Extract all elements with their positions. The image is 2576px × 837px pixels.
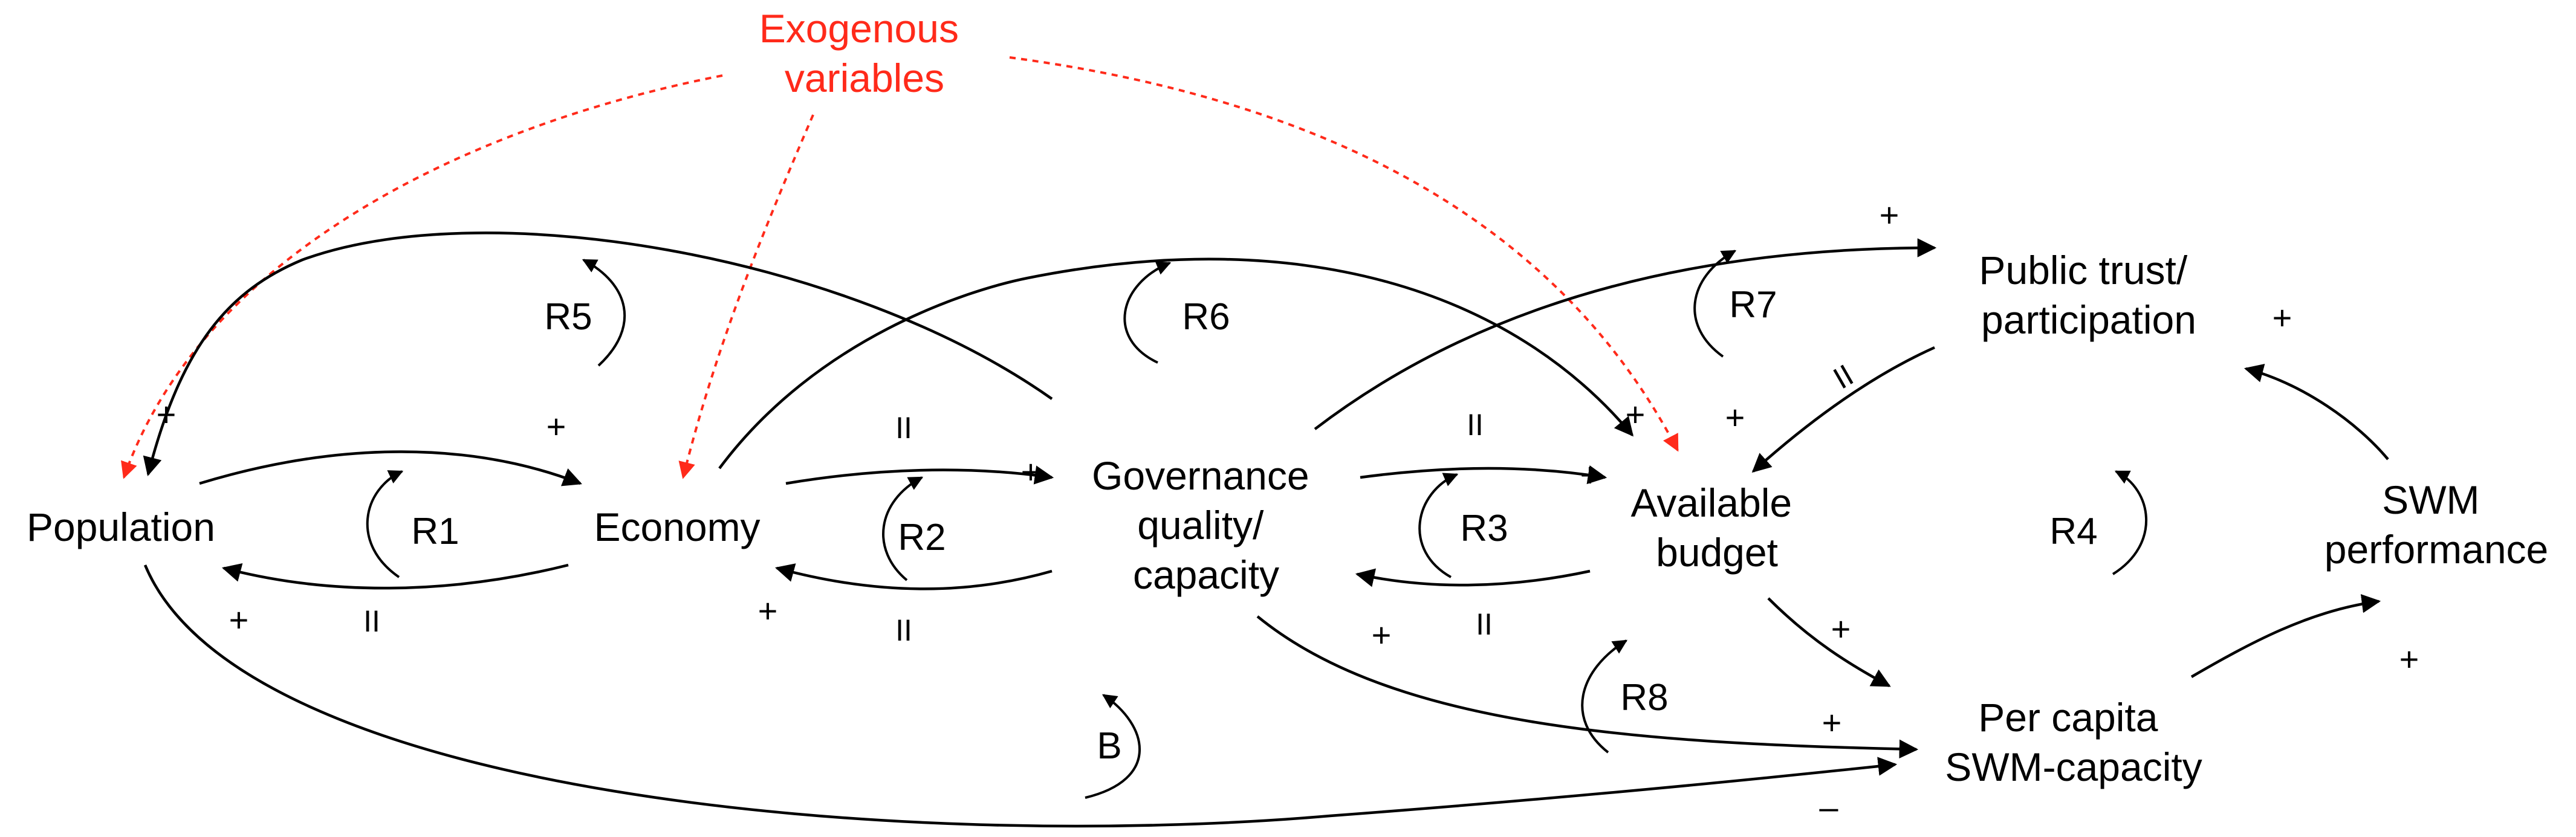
economy-to-population-link xyxy=(221,563,569,590)
capacity-to-performance-link xyxy=(2190,594,2381,678)
delay-mark: II xyxy=(1828,358,1859,395)
budget-to-governance-link xyxy=(1355,568,1591,587)
budget-to-capacity-link xyxy=(1767,597,1891,687)
loop-label-r6: R6 xyxy=(1182,296,1230,338)
delay-mark: II xyxy=(1476,607,1493,641)
loop-markers xyxy=(366,250,2147,799)
node-per-capita-capacity: Per capita SWM-capacity xyxy=(1945,695,2202,789)
polarity-plus: + xyxy=(1580,456,1600,494)
economy-to-governance-link xyxy=(785,465,1054,485)
loop-r6-marker xyxy=(1123,261,1172,364)
loop-r4-marker xyxy=(2112,470,2147,575)
delay-mark: II xyxy=(1467,408,1484,442)
polarity-plus: + xyxy=(157,395,177,433)
polarity-plus: + xyxy=(2399,640,2419,678)
governance-to-economy-link xyxy=(774,563,1053,590)
loop-label-r2: R2 xyxy=(898,517,946,558)
performance-to-trust-link xyxy=(2243,363,2389,461)
exogenous-to-economy-link xyxy=(678,114,814,479)
loop-r2-marker xyxy=(882,476,924,581)
polarity-plus: + xyxy=(1021,453,1041,491)
polarity-plus: + xyxy=(1725,398,1745,436)
loop-r7-marker xyxy=(1693,250,1737,358)
loop-r5-marker xyxy=(582,259,626,367)
causal-links xyxy=(143,231,2389,828)
governance-to-trust-link xyxy=(1314,238,1937,430)
node-swm-performance: SWM performance xyxy=(2325,477,2549,572)
trust-to-budget-link xyxy=(1751,346,1935,473)
polarity-plus: + xyxy=(1880,196,1900,234)
loop-r3-marker xyxy=(1418,473,1459,578)
polarity-minus: – xyxy=(1819,788,1838,826)
node-available-budget: Available budget xyxy=(1631,480,1803,575)
exogenous-to-budget-link xyxy=(1009,56,1679,452)
loop-label-r8: R8 xyxy=(1620,677,1668,719)
polarity-plus: + xyxy=(547,407,566,445)
exogenous-to-population-link xyxy=(121,74,723,479)
polarity-plus: + xyxy=(1831,610,1851,648)
loop-label-r7: R7 xyxy=(1729,284,1777,326)
loop-label-b: B xyxy=(1097,725,1121,767)
loop-label-r1: R1 xyxy=(411,511,459,552)
economy-to-budget-link xyxy=(718,257,1634,470)
loop-label-r4: R4 xyxy=(2049,511,2097,552)
node-governance: Governance quality/ capacity xyxy=(1092,453,1320,597)
node-population: Population xyxy=(27,505,215,549)
loop-label-r5: R5 xyxy=(544,296,592,338)
loop-r8-marker xyxy=(1581,639,1628,754)
governance-to-budget-link xyxy=(1360,465,1608,485)
polarity-plus: + xyxy=(1372,616,1392,654)
polarity-plus: + xyxy=(758,592,778,630)
delay-mark: II xyxy=(895,411,912,445)
loop-label-r3: R3 xyxy=(1460,508,1508,549)
polarity-plus: + xyxy=(229,601,249,639)
population-to-economy-link xyxy=(199,450,582,486)
governance-to-capacity-link xyxy=(1256,615,1919,759)
exogenous-links xyxy=(121,56,1679,479)
delay-mark: II xyxy=(895,613,912,647)
node-public-trust: Public trust/ participation xyxy=(1979,248,2198,342)
polarity-signs: + + + + + + + + + + + + + + – xyxy=(157,196,2419,826)
population-to-capacity-link xyxy=(143,564,1898,828)
polarity-plus: + xyxy=(2273,299,2292,337)
node-economy: Economy xyxy=(594,505,760,549)
governance-to-population-link xyxy=(143,231,1053,477)
polarity-plus: + xyxy=(1626,395,1646,433)
delay-mark: II xyxy=(363,604,380,638)
polarity-plus: + xyxy=(1822,703,1842,742)
loop-r1-marker xyxy=(366,470,404,578)
loop-b-marker xyxy=(1085,694,1141,799)
exogenous-variables-label: Exogenous variables xyxy=(759,6,970,100)
